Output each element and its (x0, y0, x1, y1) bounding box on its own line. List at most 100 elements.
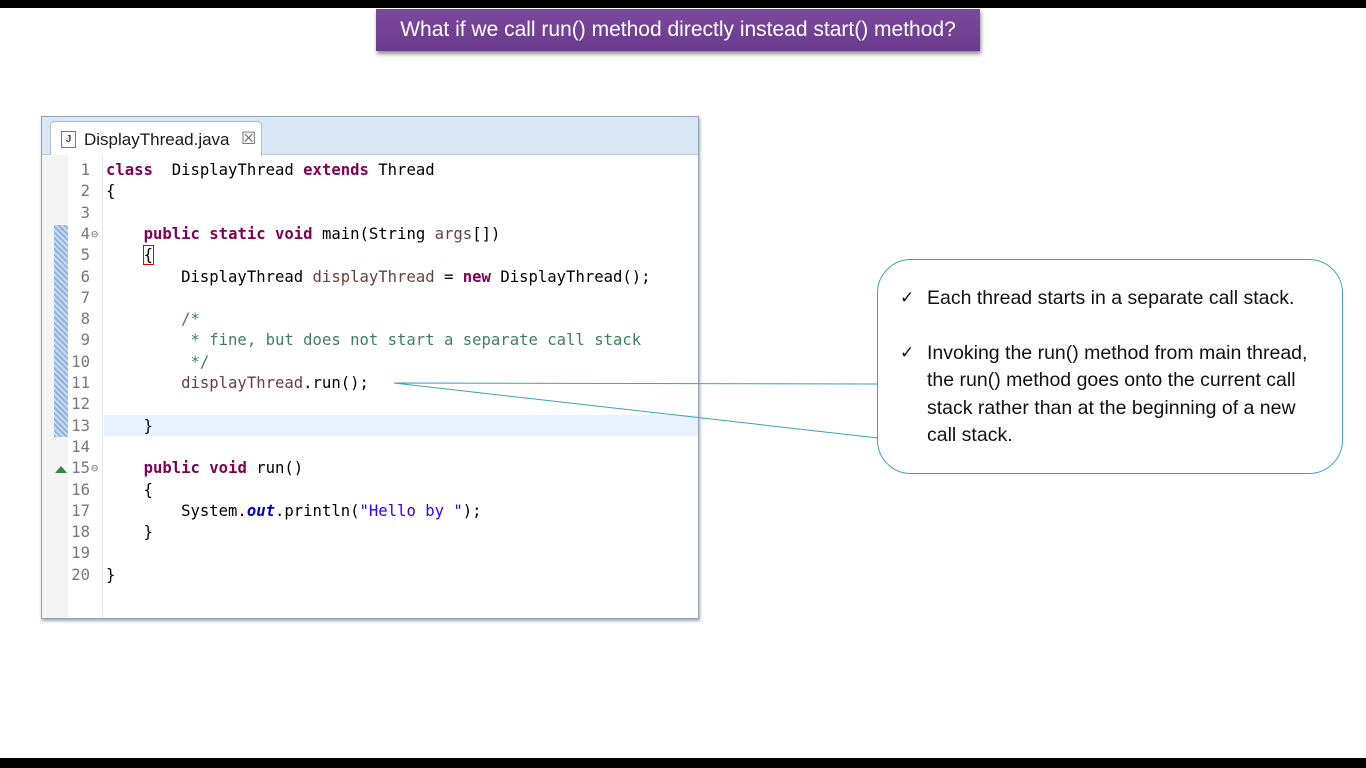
code-token: void (265, 224, 313, 243)
code-line[interactable]: 12 (42, 394, 698, 415)
java-file-icon: J (61, 131, 76, 148)
code-line[interactable]: 8 /* (42, 309, 698, 330)
code-token: public (143, 224, 200, 243)
code-token: { (106, 182, 116, 201)
code-token: extends (303, 161, 369, 179)
callout-bullet: ✓ Each thread starts in a separate call … (900, 285, 1330, 312)
code-token: class (106, 161, 153, 179)
bottom-black-bar (0, 758, 1366, 768)
code-token: public (143, 459, 200, 478)
editor-tab-displaythread[interactable]: J DisplayThread.java ☒ (50, 121, 262, 156)
code-line[interactable]: 13 } (42, 416, 698, 437)
code-token: = (434, 267, 463, 286)
code-line[interactable]: 17 System.out.println("Hello by "); (42, 501, 698, 522)
line-number: 5 (80, 246, 90, 265)
code-token: displayThread (312, 267, 435, 286)
line-number: 16 (71, 480, 90, 499)
line-number: 3 (80, 203, 90, 222)
code-line[interactable]: 3 (42, 203, 698, 224)
line-number: 20 (71, 565, 90, 584)
code-text: } (106, 416, 153, 437)
fold-toggle-icon[interactable]: ⊖ (91, 461, 99, 476)
code-token: new (462, 267, 491, 286)
code-line[interactable]: 20} (42, 565, 698, 586)
code-line[interactable]: 9 * fine, but does not start a separate … (42, 330, 698, 351)
code-token: } (106, 523, 153, 542)
override-indicator-icon (55, 466, 67, 473)
explanation-callout: ✓ Each thread starts in a separate call … (877, 259, 1343, 474)
code-line[interactable]: 6 DisplayThread displayThread = new Disp… (42, 267, 698, 288)
code-line[interactable]: 14 (42, 437, 698, 458)
line-number: 17 (71, 501, 90, 520)
code-line[interactable]: 7 (42, 288, 698, 309)
line-number: 9 (80, 331, 90, 350)
code-token: } (106, 565, 116, 584)
code-text: displayThread.run(); (106, 373, 369, 394)
code-token: static (199, 224, 266, 243)
code-line[interactable]: 18 } (42, 522, 698, 543)
code-token: { (106, 480, 153, 499)
code-token: DisplayThread (106, 267, 313, 286)
close-tab-icon[interactable]: ☒ (241, 129, 257, 148)
change-marker (54, 225, 68, 437)
code-line[interactable]: 5 { (42, 245, 698, 266)
line-number: 2 (80, 182, 90, 201)
code-text: } (106, 522, 153, 543)
callout-bullet: ✓ Invoking the run() method from main th… (900, 340, 1330, 449)
code-text: /* (106, 309, 200, 330)
code-token: .println( (275, 501, 360, 520)
code-token: * fine, but does not start a separate ca… (106, 331, 642, 350)
code-token: { (142, 245, 154, 266)
code-token: main(String (312, 224, 435, 243)
code-token: run() (246, 459, 304, 478)
code-token: []) (472, 224, 501, 243)
code-token: */ (106, 352, 210, 371)
line-number: 14 (71, 437, 90, 456)
check-icon: ✓ (900, 343, 915, 363)
code-token (106, 459, 144, 477)
code-text: DisplayThread displayThread = new Displa… (106, 267, 651, 288)
code-text: System.out.println("Hello by "); (106, 501, 481, 522)
line-number: 7 (80, 288, 90, 307)
code-line[interactable]: 15⊖ public void run() (42, 458, 698, 479)
code-line[interactable]: 4⊖ public static void main(String args[]… (42, 224, 698, 245)
line-number-ruler (68, 155, 103, 618)
code-text: * fine, but does not start a separate ca… (106, 330, 641, 351)
line-number: 8 (80, 310, 90, 329)
line-number: 10 (71, 352, 90, 371)
editor-tab-strip: J DisplayThread.java ☒ (42, 117, 698, 156)
code-text: { (106, 181, 115, 202)
code-token: Thread (368, 161, 435, 179)
check-icon: ✓ (900, 288, 915, 308)
code-line[interactable]: 19 (42, 543, 698, 564)
code-token: "Hello by " (359, 501, 463, 520)
code-token: void (199, 459, 247, 478)
code-token: out (246, 501, 275, 520)
code-text: } (106, 565, 115, 586)
slide-title: What if we call run() method directly in… (376, 9, 980, 51)
code-text: { (106, 480, 153, 501)
code-token: DisplayThread(); (490, 267, 651, 286)
fold-toggle-icon[interactable]: ⊖ (91, 226, 99, 241)
line-number: 13 (71, 416, 90, 435)
code-token: System. (106, 501, 247, 520)
code-token: } (106, 416, 153, 435)
code-text: { (106, 245, 154, 266)
code-line[interactable]: 11 displayThread.run(); (42, 373, 698, 394)
line-number: 6 (80, 267, 90, 286)
line-number: 4 (80, 224, 90, 243)
line-number: 15 (71, 459, 90, 478)
line-number: 1 (80, 161, 90, 179)
code-token: /* (106, 310, 200, 329)
line-number: 19 (71, 544, 90, 563)
code-line[interactable]: 10 */ (42, 352, 698, 373)
callout-bullet-text: Invoking the run() method from main thre… (927, 342, 1308, 446)
line-number: 18 (71, 523, 90, 542)
callout-bullet-text: Each thread starts in a separate call st… (927, 287, 1295, 309)
line-number: 11 (71, 374, 90, 392)
code-token: displayThread (106, 374, 304, 392)
code-line[interactable]: 16 { (42, 480, 698, 501)
code-line[interactable]: 2{ (42, 181, 698, 202)
